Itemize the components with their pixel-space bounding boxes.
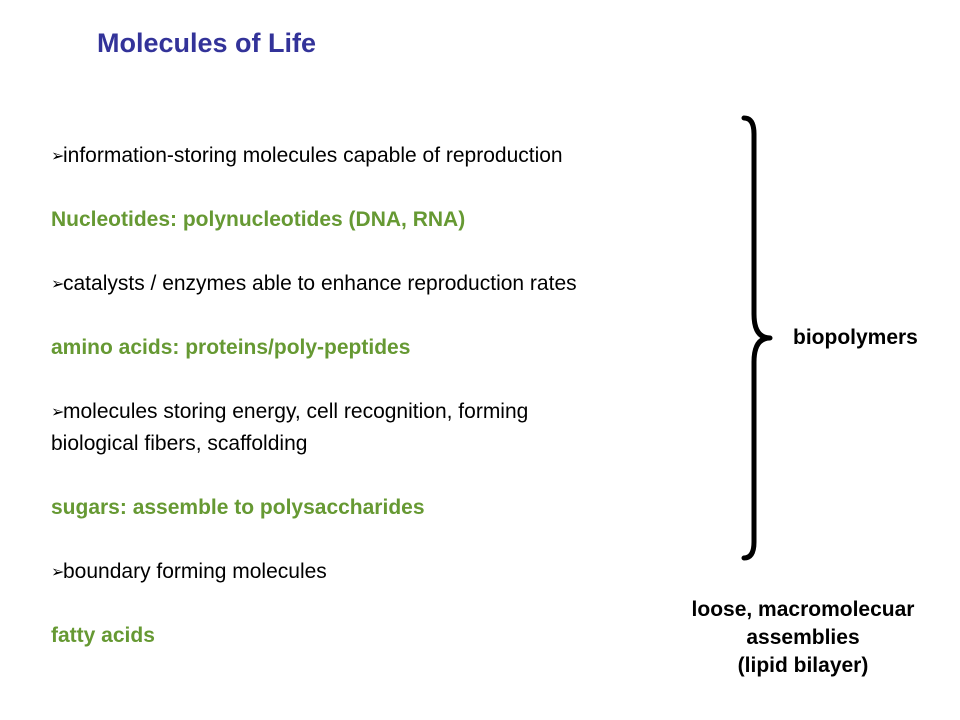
bullet-item-2: ➢catalysts / enzymes able to enhance rep… [51, 270, 577, 299]
category-amino-acids: amino acids: proteins/poly-peptides [51, 336, 411, 359]
category-sugars: sugars: assemble to polysaccharides [51, 496, 425, 519]
category-nucleotides: Nucleotides: polynucleotides (DNA, RNA) [51, 208, 466, 231]
slide-title: Molecules of Life [97, 28, 317, 58]
biopolymers-label: biopolymers [793, 326, 918, 349]
arrow-bullet-icon: ➢ [51, 276, 65, 293]
assemblies-label: loose, macromolecuar assemblies (lipid b… [640, 596, 960, 680]
bullet-text: molecules storing energy, cell recogniti… [63, 400, 529, 423]
assemblies-label-line-1: loose, macromolecuar [691, 598, 915, 621]
bullet-item-3: ➢molecules storing energy, cell recognit… [51, 398, 528, 427]
right-curly-brace-icon [741, 115, 773, 561]
assemblies-label-line-2: assemblies [746, 626, 860, 649]
bullet-text: boundary forming molecules [63, 560, 327, 583]
arrow-bullet-icon: ➢ [51, 564, 65, 581]
bullet-text: catalysts / enzymes able to enhance repr… [63, 272, 577, 295]
bullet-item-4: ➢boundary forming molecules [51, 558, 327, 587]
category-fatty-acids: fatty acids [51, 624, 155, 647]
assemblies-label-line-3: (lipid bilayer) [737, 654, 869, 677]
arrow-bullet-icon: ➢ [51, 148, 65, 165]
bullet-item-3-continuation: biological fibers, scaffolding [51, 432, 308, 455]
bullet-item-1: ➢information-storing molecules capable o… [51, 142, 563, 171]
arrow-bullet-icon: ➢ [51, 404, 65, 421]
bullet-text: information-storing molecules capable of… [63, 144, 563, 167]
